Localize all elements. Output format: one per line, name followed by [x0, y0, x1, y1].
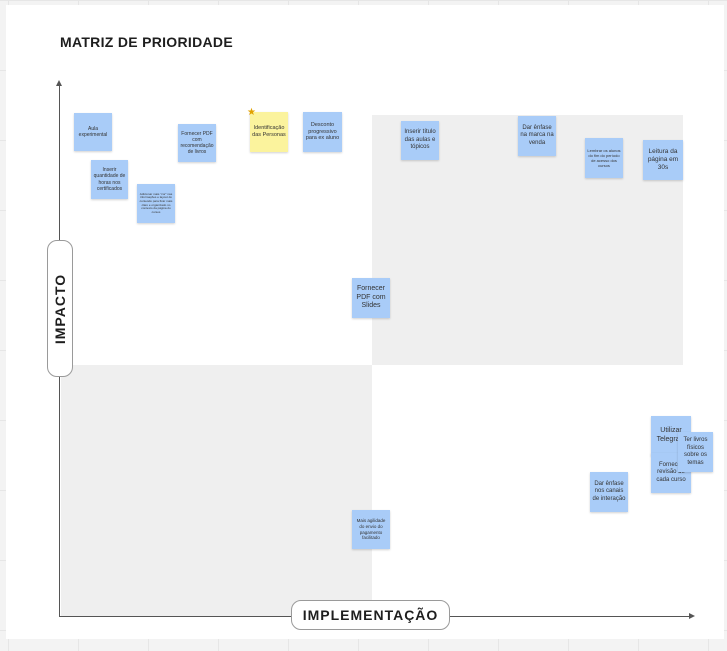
sticky-note-nota-pequena[interactable]: Adicionar mais "cor" nas informações e l… — [137, 184, 175, 223]
quadrant-low-impact-easy — [61, 365, 372, 616]
sticky-note-dar-enfase-marca[interactable]: Dar ênfase na marca na venda — [518, 116, 556, 156]
sticky-note-identificacao-personas[interactable]: Identificação das Personas — [250, 112, 288, 152]
sticky-note-aula-experimental[interactable]: Aula experimental — [74, 113, 112, 151]
y-axis-label[interactable]: IMPACTO — [47, 240, 73, 377]
x-axis-label-text: IMPLEMENTAÇÃO — [302, 607, 439, 623]
x-axis-label[interactable]: IMPLEMENTAÇÃO — [291, 600, 450, 630]
sticky-note-desconto-progressivo[interactable]: Desconto progressivo para ex aluno — [303, 112, 342, 152]
sticky-note-fornecer-pdf-livros[interactable]: Fornecer PDF com recomendação de livros — [178, 124, 216, 162]
y-axis-arrow-icon — [56, 80, 62, 86]
sticky-note-inserir-horas[interactable]: Inserir quantidade de horas nos certific… — [91, 160, 128, 199]
sticky-note-dar-enfase-canais[interactable]: Dar ênfase nos canais de interação — [590, 472, 628, 512]
star-icon: ★ — [247, 107, 256, 118]
y-axis-label-text: IMPACTO — [52, 273, 69, 344]
sticky-note-mais-agilidade[interactable]: Mais agilidade do envio do pagamento fac… — [352, 510, 390, 549]
page-title: MATRIZ DE PRIORIDADE — [60, 34, 233, 50]
sticky-note-fornecer-pdf-slides[interactable]: Fornecer PDF com Slides — [352, 278, 390, 318]
sticky-note-inserir-titulo[interactable]: Inserir título das aulas e tópicos — [401, 121, 439, 160]
sticky-note-lembrar-alunos[interactable]: Lembrar os alunos do fim do período de a… — [585, 138, 623, 178]
x-axis-arrow-icon — [689, 613, 695, 619]
sticky-note-leitura-pagina[interactable]: Leitura da página em 30s — [643, 140, 683, 180]
sticky-note-ter-livros[interactable]: Ter livros físicos sobre os temas — [678, 432, 713, 472]
